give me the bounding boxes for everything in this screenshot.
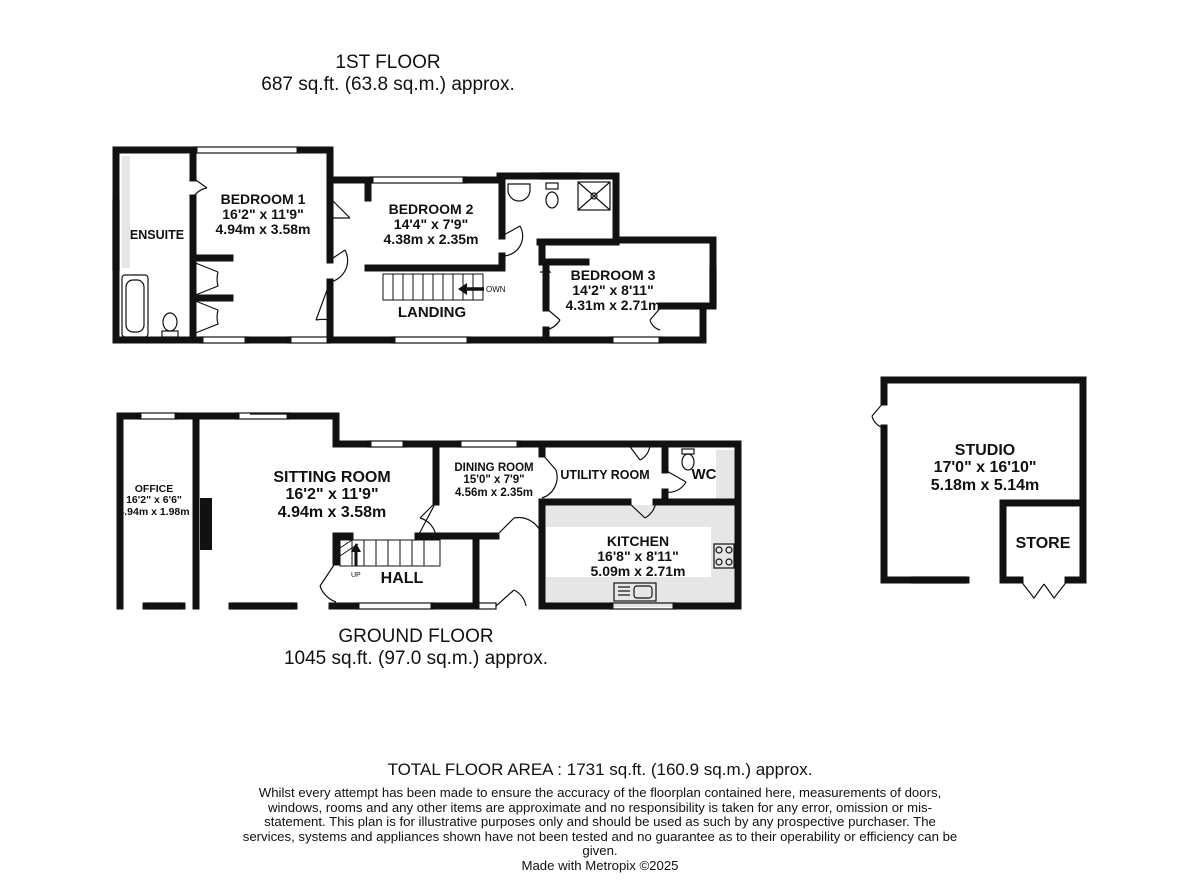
room-name: DINING ROOM bbox=[454, 462, 534, 474]
room-size-imperial: 14'4" x 7'9" bbox=[393, 216, 469, 233]
first-floor-doors bbox=[192, 177, 663, 335]
first-floor-heading: 1ST FLOOR 687 sq.ft. (63.8 sq.m.) approx… bbox=[228, 52, 548, 96]
room-name: KITCHEN bbox=[606, 533, 670, 549]
room-name: WC bbox=[691, 466, 717, 483]
room-name: BEDROOM 3 bbox=[570, 267, 656, 283]
room-studio: STUDIO 17'0" x 16'10" 5.18m x 5.14m bbox=[900, 442, 1070, 494]
ground-floor-fixtures bbox=[613, 448, 735, 602]
ground-floor-walls bbox=[116, 412, 742, 610]
arrow-up-icon bbox=[351, 543, 361, 566]
room-name: STUDIO bbox=[954, 442, 1016, 459]
room-size-metric: 5.09m x 2.71m bbox=[590, 563, 686, 580]
room-name: LANDING bbox=[397, 304, 467, 321]
outbuilding-windows bbox=[911, 576, 967, 584]
room-name: ENSUITE bbox=[129, 228, 185, 242]
room-name: SITTING ROOM bbox=[273, 469, 391, 486]
room-wc: WC bbox=[684, 466, 724, 483]
room-name: BEDROOM 1 bbox=[220, 191, 306, 207]
room-size-metric: 4.94m x 3.58m bbox=[215, 221, 311, 238]
room-sitting-room: SITTING ROOM 16'2" x 11'9" 4.94m x 3.58m bbox=[252, 469, 412, 521]
ground-floor-staircase bbox=[339, 539, 441, 567]
fireplace bbox=[200, 498, 212, 550]
room-size-metric: 4.94m x 3.58m bbox=[277, 503, 387, 521]
disclaimer-text: Whilst every attempt has been made to en… bbox=[242, 785, 958, 859]
room-landing: LANDING bbox=[382, 304, 482, 321]
room-size-imperial: 16'2" x 6'6" bbox=[126, 494, 182, 507]
room-kitchen: KITCHEN 16'8" x 8'11" 5.09m x 2.71m bbox=[568, 533, 708, 580]
first-floor-area: 687 sq.ft. (63.8 sq.m.) approx. bbox=[261, 74, 515, 95]
outbuilding-walls bbox=[880, 376, 1087, 584]
room-size-metric: 5.18m x 5.14m bbox=[930, 476, 1040, 494]
room-size-imperial: 16'2" x 11'9" bbox=[285, 486, 379, 504]
room-bedroom-2: BEDROOM 2 14'4" x 7'9" 4.38m x 2.35m bbox=[364, 201, 498, 248]
first-floor-walls bbox=[112, 146, 717, 344]
outbuilding-doors bbox=[871, 401, 1069, 600]
room-name: STORE bbox=[1015, 535, 1071, 552]
first-floor-title: 1ST FLOOR bbox=[335, 52, 441, 73]
room-size-imperial: 14'2" x 8'11" bbox=[572, 282, 654, 299]
metropix-credit: Made with Metropix ©2025 bbox=[521, 857, 679, 873]
first-floor-windows bbox=[112, 146, 717, 344]
room-size-metric: 4.31m x 2.71m bbox=[565, 297, 661, 314]
room-size-metric: 4.56m x 2.35m bbox=[454, 486, 533, 499]
room-size-imperial: 16'2" x 11'9" bbox=[222, 206, 304, 223]
room-name: HALL bbox=[380, 570, 424, 587]
room-name: BEDROOM 2 bbox=[388, 201, 474, 217]
ground-floor-doors bbox=[319, 443, 687, 607]
first-floor-fixtures bbox=[121, 181, 611, 338]
room-utility-room: UTILITY ROOM bbox=[550, 468, 660, 483]
room-office: OFFICE 16'2" x 6'6" 4.94m x 1.98m bbox=[110, 483, 198, 518]
ground-floor-windows bbox=[137, 412, 677, 610]
disclaimer-block: Whilst every attempt has been made to en… bbox=[240, 785, 960, 874]
ground-floor-area: 1045 sq.ft. (97.0 sq.m.) approx. bbox=[283, 648, 549, 669]
room-size-imperial: 17'0" x 16'10" bbox=[933, 459, 1037, 477]
room-size-imperial: 15'0" x 7'9" bbox=[463, 474, 525, 487]
room-bedroom-3: BEDROOM 3 14'2" x 8'11" 4.31m x 2.71m bbox=[550, 267, 676, 314]
room-ensuite: ENSUITE bbox=[122, 228, 192, 243]
arrow-left-icon bbox=[458, 283, 484, 295]
first-floor-staircase bbox=[382, 273, 484, 301]
kitchen-floor bbox=[546, 527, 711, 577]
ground-floor-heading: GROUND FLOOR 1045 sq.ft. (97.0 sq.m.) ap… bbox=[216, 626, 616, 670]
total-floor-area: TOTAL FLOOR AREA : 1731 sq.ft. (160.9 sq… bbox=[387, 760, 813, 779]
room-size-metric: 4.38m x 2.35m bbox=[383, 231, 479, 248]
room-bedroom-1: BEDROOM 1 16'2" x 11'9" 4.94m x 3.58m bbox=[198, 191, 328, 238]
room-dining-room: DINING ROOM 15'0" x 7'9" 4.56m x 2.35m bbox=[440, 462, 548, 499]
landing-stair-label: OWN bbox=[486, 285, 506, 294]
room-hall: HALL bbox=[372, 570, 432, 587]
room-size-imperial: 16'8" x 8'11" bbox=[597, 548, 679, 565]
room-store: STORE bbox=[1006, 535, 1080, 552]
ground-floor-title: GROUND FLOOR bbox=[338, 626, 494, 647]
room-name: OFFICE bbox=[134, 483, 174, 495]
hall-stair-label: UP bbox=[351, 572, 361, 579]
room-size-metric: 4.94m x 1.98m bbox=[118, 505, 190, 518]
room-name: UTILITY ROOM bbox=[560, 468, 650, 482]
